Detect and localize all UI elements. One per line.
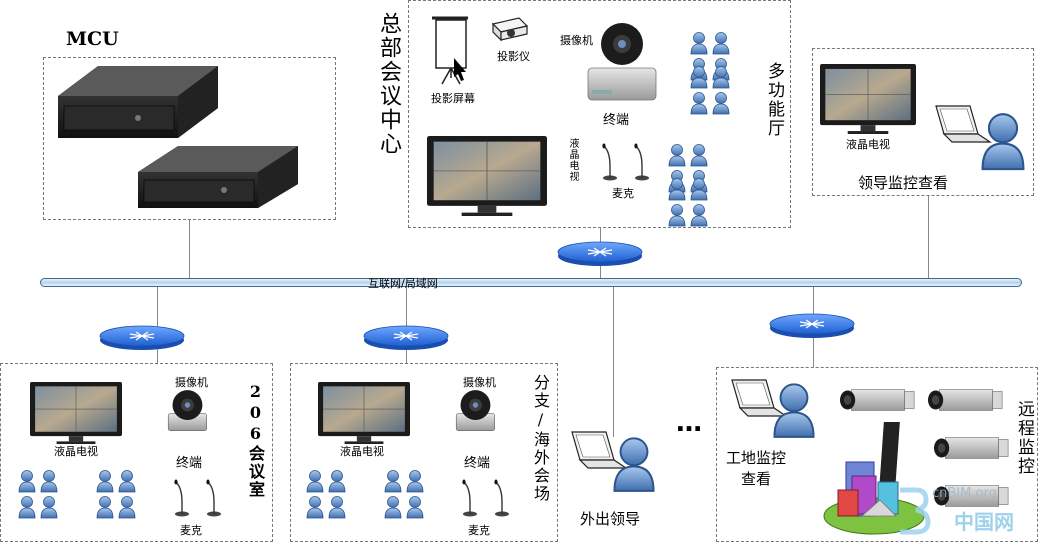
terminal-camera-icon (167, 389, 208, 432)
network-label: 互联网/局域网 (368, 277, 438, 290)
lcd-tv-label: 液晶电视 (846, 138, 890, 151)
surveillance-camera-icon (933, 437, 1009, 459)
hq-title: 总部会议中心 (376, 12, 401, 156)
microphone-icon (633, 142, 650, 182)
camera-label: 摄像机 (463, 376, 496, 389)
watermark-bottom-text: 中国网 (954, 510, 1014, 534)
watermark-top-text: cnBIM.org (932, 486, 997, 501)
surveillance-camera-icon (927, 389, 1003, 411)
watermark-logo: cnBIM.org 中国网 (896, 486, 1036, 538)
microphone-label: 麦克 (612, 187, 634, 200)
terminal-label: 终端 (176, 456, 203, 471)
leader-monitor-title: 领导监控查看 (858, 174, 949, 192)
microphone-icon (493, 478, 510, 518)
projector-icon (491, 17, 529, 42)
room206-title: 206会议室 (246, 382, 265, 499)
lcd-tv-icon (819, 63, 917, 135)
people-group-icon (668, 178, 708, 226)
travel-leader-title: 外出领导 (580, 510, 641, 528)
people-group-icon (384, 470, 424, 518)
server-icon (58, 66, 218, 138)
ellipsis-marker: … (676, 408, 702, 438)
construction-site-icon (823, 422, 925, 535)
mcu-box (43, 57, 336, 220)
leader-box (812, 48, 1034, 196)
mcu-title: MCU (66, 28, 119, 50)
people-group-icon (18, 470, 58, 518)
remote-monitor-title: 远程监控 (1014, 400, 1034, 476)
travel-link-line (613, 287, 614, 437)
lcd-tv-icon (29, 381, 123, 445)
microphone-label: 麦克 (180, 524, 202, 537)
network-bus (40, 278, 1022, 287)
people-group-icon (690, 66, 730, 114)
microphone-icon (205, 478, 222, 518)
projector-label: 投影仪 (497, 50, 530, 63)
branch-title: 分支/海外会场 (531, 374, 550, 503)
lcd-tv-label: 液晶电视 (54, 445, 98, 458)
lcd-tv-icon (317, 381, 411, 445)
terminal-label: 终端 (464, 456, 491, 471)
lcd-tv-icon (426, 135, 548, 217)
camera-label: 摄像机 (560, 34, 593, 47)
microphone-icon (601, 142, 618, 182)
lcd-tv-label: 液晶电视 (340, 445, 384, 458)
projection-screen-icon (432, 16, 468, 85)
terminal-camera-icon (455, 389, 496, 432)
surveillance-camera-icon (839, 389, 915, 411)
router-icon (99, 325, 185, 351)
hq-box (408, 0, 791, 228)
projection-screen-label: 投影屏幕 (431, 92, 475, 105)
user-icon (613, 437, 655, 492)
router-icon (769, 313, 855, 339)
room206-link-line (157, 287, 158, 363)
user-icon (773, 383, 815, 438)
branch-link-line (406, 287, 407, 363)
microphone-icon (173, 478, 190, 518)
hall-title: 多功能厅 (764, 62, 784, 138)
mcu-link-line (189, 220, 190, 278)
microphone-icon (461, 478, 478, 518)
router-icon (363, 325, 449, 351)
server-icon (138, 146, 298, 208)
leader-link-line (928, 196, 929, 278)
router-icon (557, 241, 643, 267)
people-group-icon (306, 470, 346, 518)
terminal-label: 终端 (603, 113, 630, 128)
terminal-camera-icon (587, 23, 657, 101)
microphone-label: 麦克 (468, 524, 490, 537)
watermark-mark-icon (900, 487, 931, 535)
site-monitor-title: 工地监控 查看 (726, 449, 787, 488)
lcd-tv-label: 液晶电视 (567, 138, 578, 182)
camera-label: 摄像机 (175, 376, 208, 389)
user-icon (981, 113, 1025, 171)
people-group-icon (96, 470, 136, 518)
